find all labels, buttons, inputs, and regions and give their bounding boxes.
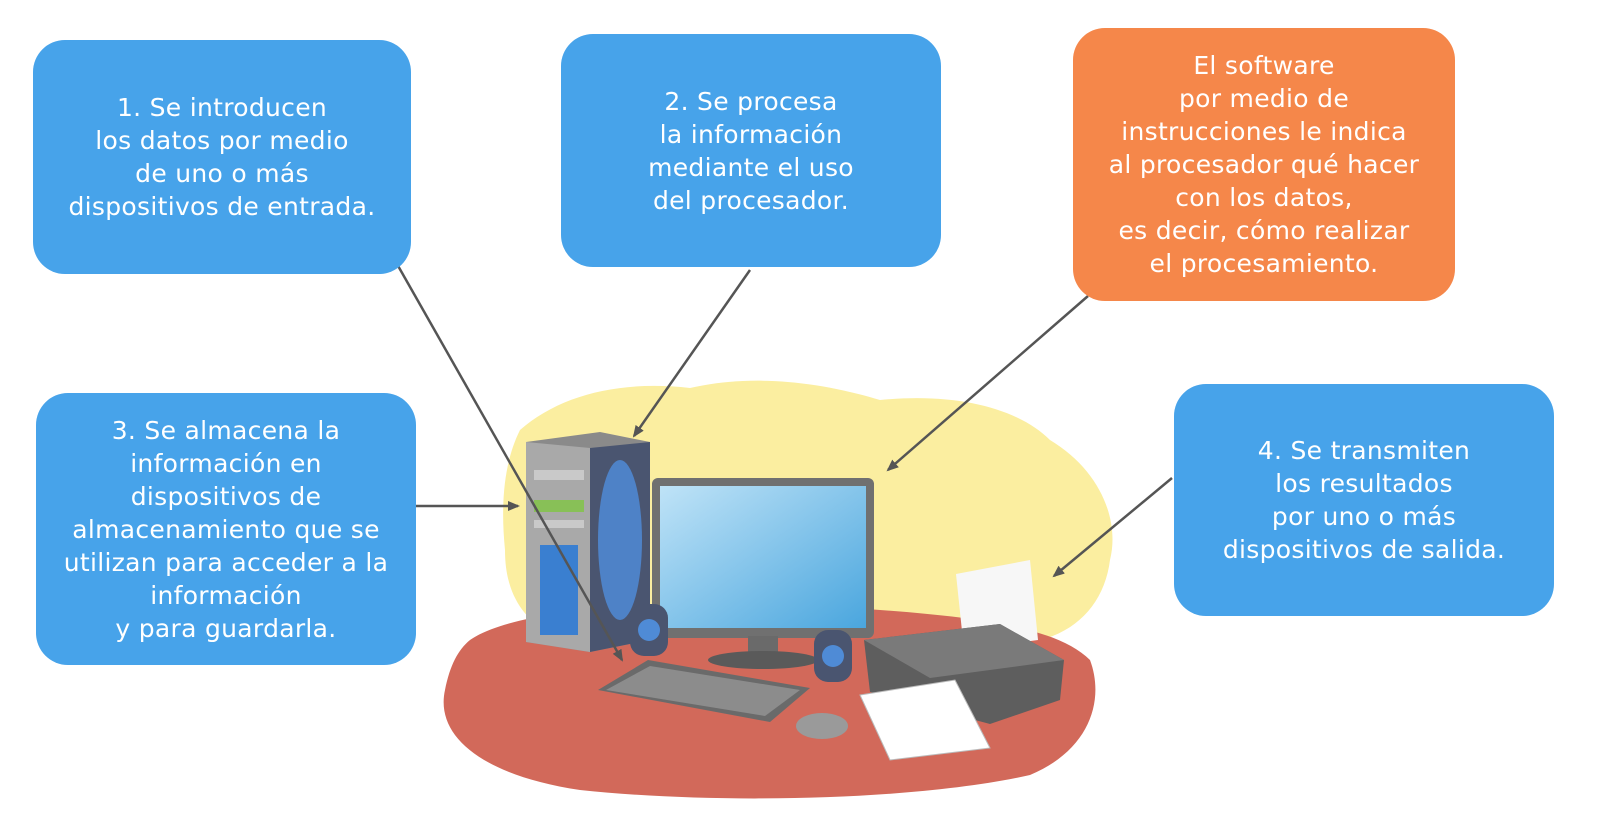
input-step-box: 1. Se introducen los datos por medio de … <box>33 40 411 274</box>
arrow-output-to-printer <box>1052 477 1173 578</box>
mouse-icon <box>796 713 848 739</box>
arrow-software-to-monitor <box>886 295 1089 472</box>
storage-step-text: 3. Se almacena la información en disposi… <box>63 415 389 643</box>
process-step-box: 2. Se procesa la información mediante el… <box>561 34 941 267</box>
connector-arrows <box>395 263 1173 662</box>
output-step-box: 4. Se transmiten los resultados por uno … <box>1174 384 1554 616</box>
software-box: El software por medio de instrucciones l… <box>1073 28 1455 301</box>
input-step-text: 1. Se introducen los datos por medio de … <box>68 93 376 221</box>
software-text: El software por medio de instrucciones l… <box>1108 51 1420 278</box>
arrow-input-to-keyboard <box>395 263 624 662</box>
arrow-process-to-tower <box>632 269 752 438</box>
output-step-text: 4. Se transmiten los resultados por uno … <box>1222 436 1506 564</box>
storage-step-box: 3. Se almacena la información en disposi… <box>36 393 416 665</box>
speaker-icon <box>814 630 852 682</box>
printer-icon <box>859 560 1064 761</box>
monitor-icon <box>652 478 874 669</box>
keyboard-icon <box>598 660 810 722</box>
speaker-icon <box>630 604 668 656</box>
process-step-text: 2. Se procesa la información mediante el… <box>648 86 854 215</box>
